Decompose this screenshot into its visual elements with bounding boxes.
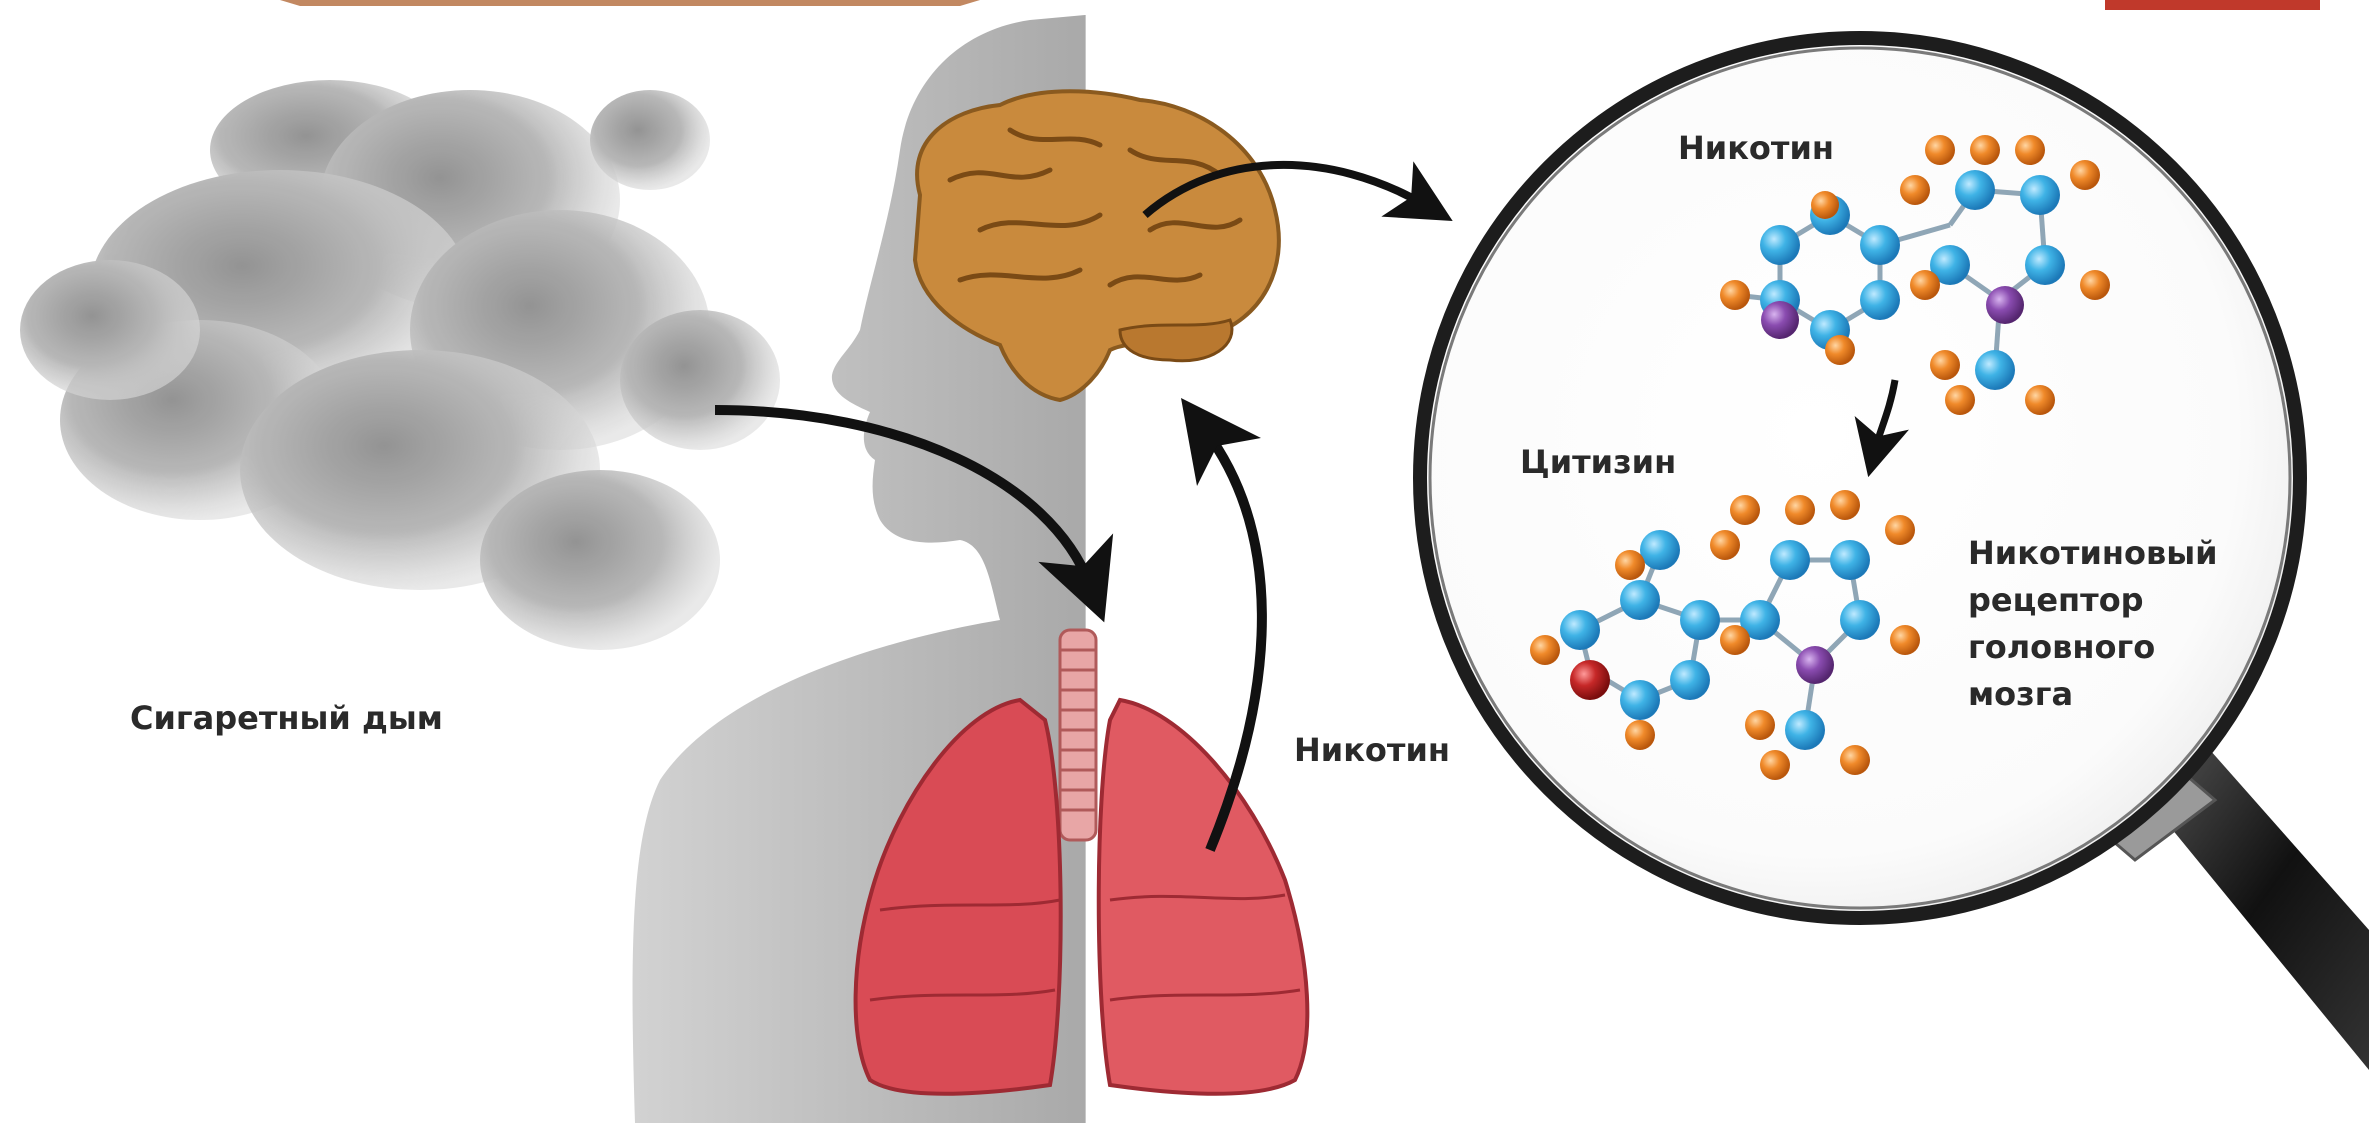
receptor-line-2: рецептор [1968, 577, 2268, 624]
label-nicotine-path: Никотин [1294, 734, 1450, 766]
receptor-line-4: мозга [1968, 671, 2268, 718]
receptor-line-3: головного [1968, 624, 2268, 671]
label-brain-nicotinic-receptor: Никотиновый рецептор головного мозга [1968, 530, 2268, 718]
top-right-red-strip [2105, 0, 2320, 10]
cigarette-smoke-cloud [20, 80, 780, 650]
receptor-line-1: Никотиновый [1968, 530, 2268, 577]
label-cigarette-smoke: Сигаретный дым [130, 702, 443, 734]
trachea [1060, 630, 1096, 840]
label-molecule-cytisine: Цитизин [1520, 446, 1676, 478]
top-edge-photo-strip [280, 0, 980, 6]
label-molecule-nicotine: Никотин [1678, 132, 1834, 164]
